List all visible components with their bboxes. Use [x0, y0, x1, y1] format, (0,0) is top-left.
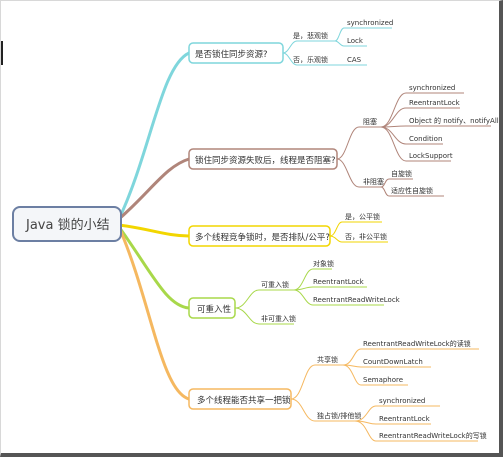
leaf-text: Semaphore — [363, 376, 403, 384]
root-node — [12, 206, 122, 242]
branch-fairness — [118, 221, 388, 247]
leaf-text: synchronized — [347, 19, 393, 27]
leaf-text: LockSupport — [409, 152, 453, 160]
node-non-blocking: 非阻塞 — [363, 177, 384, 186]
leaf-text: Object 的 notify、notifyAll — [409, 116, 499, 125]
leaf-text: ReentrantLock — [409, 99, 461, 107]
leaf-text: 自旋锁 — [391, 169, 412, 178]
leaf-text: ReentrantLock — [379, 415, 431, 423]
leaf-text: CAS — [347, 56, 362, 64]
branch-synchronized-resource — [117, 27, 392, 220]
leaf-text: ReentrantReadWriteLock — [313, 296, 401, 304]
leaf-text: ReentrantReadWriteLock的写锁 — [379, 431, 487, 440]
node-pessimistic-lock: 是，悲观锁 — [293, 31, 328, 40]
leaf-text: ReentrantLock — [313, 278, 365, 286]
branch-label: 是否锁住同步资源? — [195, 49, 268, 60]
branch-label: 多个线程竞争锁时，是否排队/公平? — [195, 232, 330, 243]
node-non-reentrant-lock: 非可重入锁 — [261, 314, 296, 323]
node-shared-lock: 共享锁 — [317, 355, 338, 364]
branch-label: 可重入性 — [197, 304, 232, 315]
branch-reentrant — [117, 226, 384, 325]
leaf-text: 对象锁 — [313, 259, 334, 268]
branch-label: 锁住同步资源失败后，线程是否阻塞? — [195, 155, 336, 166]
leaf-text: Lock — [347, 37, 364, 45]
root-label: Java 锁的小结 — [25, 217, 110, 233]
leaf-text: synchronized — [409, 84, 455, 92]
node-exclusive-lock: 独占锁/排他锁 — [317, 411, 361, 420]
node-blocking: 阻塞 — [363, 117, 377, 126]
leaf-text: ReentrantReadWriteLock的读锁 — [363, 339, 471, 348]
node-unfair-lock: 否，非公平锁 — [345, 232, 387, 241]
leaf-text: CountDownLatch — [363, 358, 423, 366]
node-optimistic-lock: 否，乐观锁 — [293, 55, 328, 64]
edge-marker — [1, 41, 3, 65]
leaf-text: synchronized — [379, 397, 425, 405]
leaf-text: 适应性自旋锁 — [391, 186, 433, 195]
leaf-text: Condition — [409, 135, 442, 143]
branch-blocking — [118, 92, 491, 221]
branch-label: 多个线程能否共享一把锁 — [197, 395, 291, 406]
node-fair-lock: 是，公平锁 — [345, 212, 380, 221]
node-reentrant-lock: 可重入锁 — [261, 280, 289, 289]
branch-shared — [117, 226, 479, 442]
